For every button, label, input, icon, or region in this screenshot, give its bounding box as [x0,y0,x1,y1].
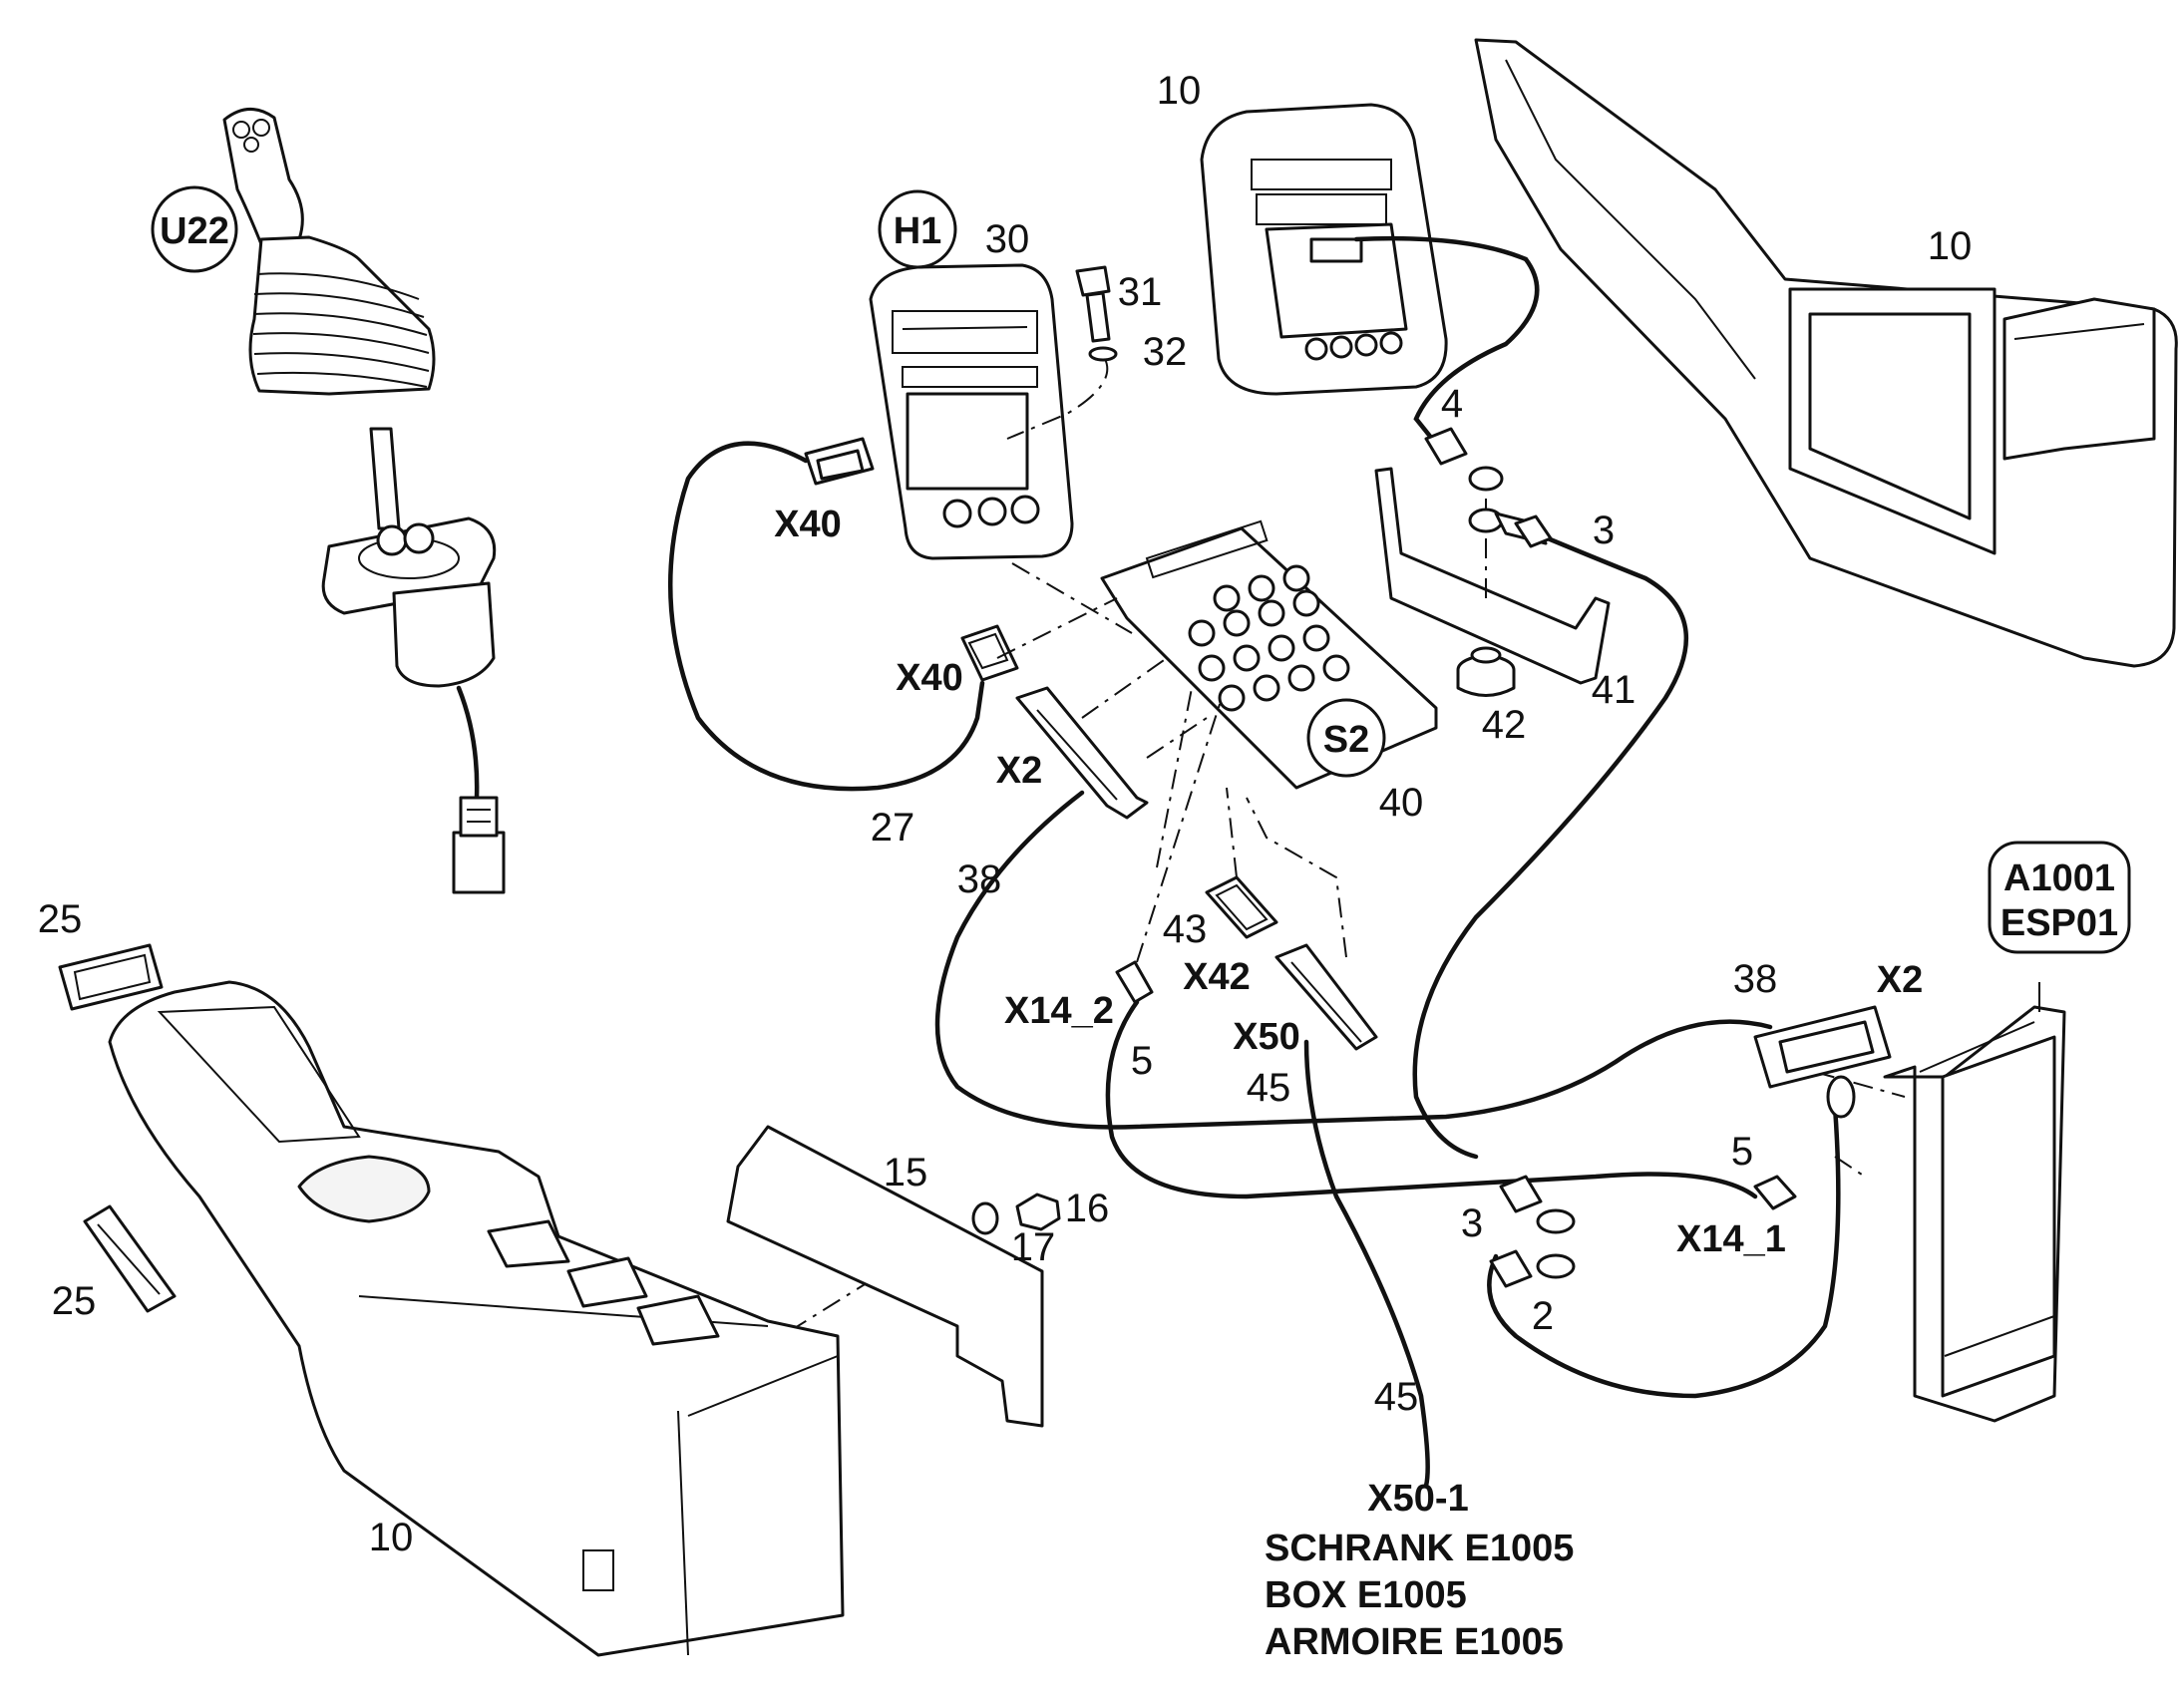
frame-a1001 [1883,982,2066,1423]
plate-15 [726,1125,1044,1428]
callout-u22-text: U22 [160,210,229,252]
label-17: 17 [1011,1225,1056,1269]
side-panel-10 [1474,38,2178,668]
connector-x40-top [804,437,875,486]
label-42: 42 [1482,703,1527,747]
destination-line-1: X50-1 [1367,1478,1468,1520]
callout-s2-text: S2 [1323,719,1369,761]
label-2: 2 [1532,1294,1554,1338]
connector-labels: X40 X40 X2 X2 X14_2 X14_1 X42 X50 [774,504,1923,1260]
display-10 [1200,103,1448,396]
label-40: 40 [1379,781,1424,825]
callout-a1001-text: A1001 [2003,857,2115,899]
label-x14-1: X14_1 [1676,1218,1786,1260]
label-30: 30 [985,217,1030,261]
label-x40-top: X40 [774,504,842,545]
label-38-right: 38 [1733,957,1778,1001]
label-x42: X42 [1183,956,1251,998]
label-x50: X50 [1233,1016,1300,1058]
alignment-lines [518,562,1906,1502]
switch-strip-25-top [58,943,164,1011]
callout-u22: U22 [151,185,238,273]
label-x2-left: X2 [996,750,1042,792]
screw-31 [1006,265,1118,440]
label-x2-right: X2 [1877,959,1923,1001]
console-10 [108,980,845,1657]
connector-x42 [1205,875,1278,939]
part-number-labels: 10 10 10 30 31 32 4 3 41 42 40 27 38 38 … [38,69,1973,1559]
callout-s2: S2 [1306,698,1386,778]
label-31: 31 [1118,270,1163,314]
toggle-switches [1188,564,1350,712]
ring-terminals [1424,427,1856,1288]
label-x14-2: X14_2 [1004,990,1114,1032]
label-45-top: 45 [1247,1066,1291,1110]
callout-h1: H1 [878,189,957,269]
bracket-41 [1374,467,1611,697]
destination-line-4: ARMOIRE E1005 [1265,1621,1564,1663]
label-32: 32 [1143,330,1188,374]
label-10-top: 10 [1157,69,1202,113]
label-5-left: 5 [1131,1039,1153,1083]
switch-strip-25-bottom [83,1204,177,1313]
label-5-right: 5 [1731,1130,1753,1174]
label-41: 41 [1592,668,1636,712]
destination-line-2: SCHRANK E1005 [1265,1528,1574,1569]
label-45-bottom: 45 [1374,1375,1419,1419]
label-16: 16 [1065,1187,1110,1230]
label-10-right: 10 [1928,224,1973,268]
callout-a1001-esp01: A1001 ESP01 [1988,841,2131,954]
label-3-bottom: 3 [1461,1201,1483,1245]
label-4: 4 [1441,382,1463,426]
nut-16 [1015,1193,1061,1231]
label-27: 27 [871,806,915,850]
connector-x40-mid [960,624,1019,682]
destination-line-3: BOX E1005 [1265,1574,1467,1616]
connector-x50 [1274,943,1378,1051]
callout-h1-text: H1 [894,210,942,252]
washer-17 [971,1201,999,1235]
label-10-bottom: 10 [369,1516,414,1559]
label-x40-mid: X40 [896,657,963,699]
joystick-assembly [222,108,506,894]
connector-x2-left [1015,686,1149,820]
callout-esp01-text: ESP01 [2000,902,2118,944]
label-15: 15 [884,1151,928,1195]
label-3-top: 3 [1593,509,1615,552]
label-43: 43 [1163,907,1208,951]
cables [667,235,1841,1489]
label-25-top: 25 [38,897,83,941]
connector-x14-2 [1115,960,1154,1004]
destination-note: X50-1 SCHRANK E1005 BOX E1005 ARMOIRE E1… [1265,1478,1574,1663]
label-38-left: 38 [957,857,1002,901]
label-25-bottom: 25 [52,1279,97,1323]
display-h1 [869,263,1074,560]
connector-x2-right [1753,1005,1892,1089]
